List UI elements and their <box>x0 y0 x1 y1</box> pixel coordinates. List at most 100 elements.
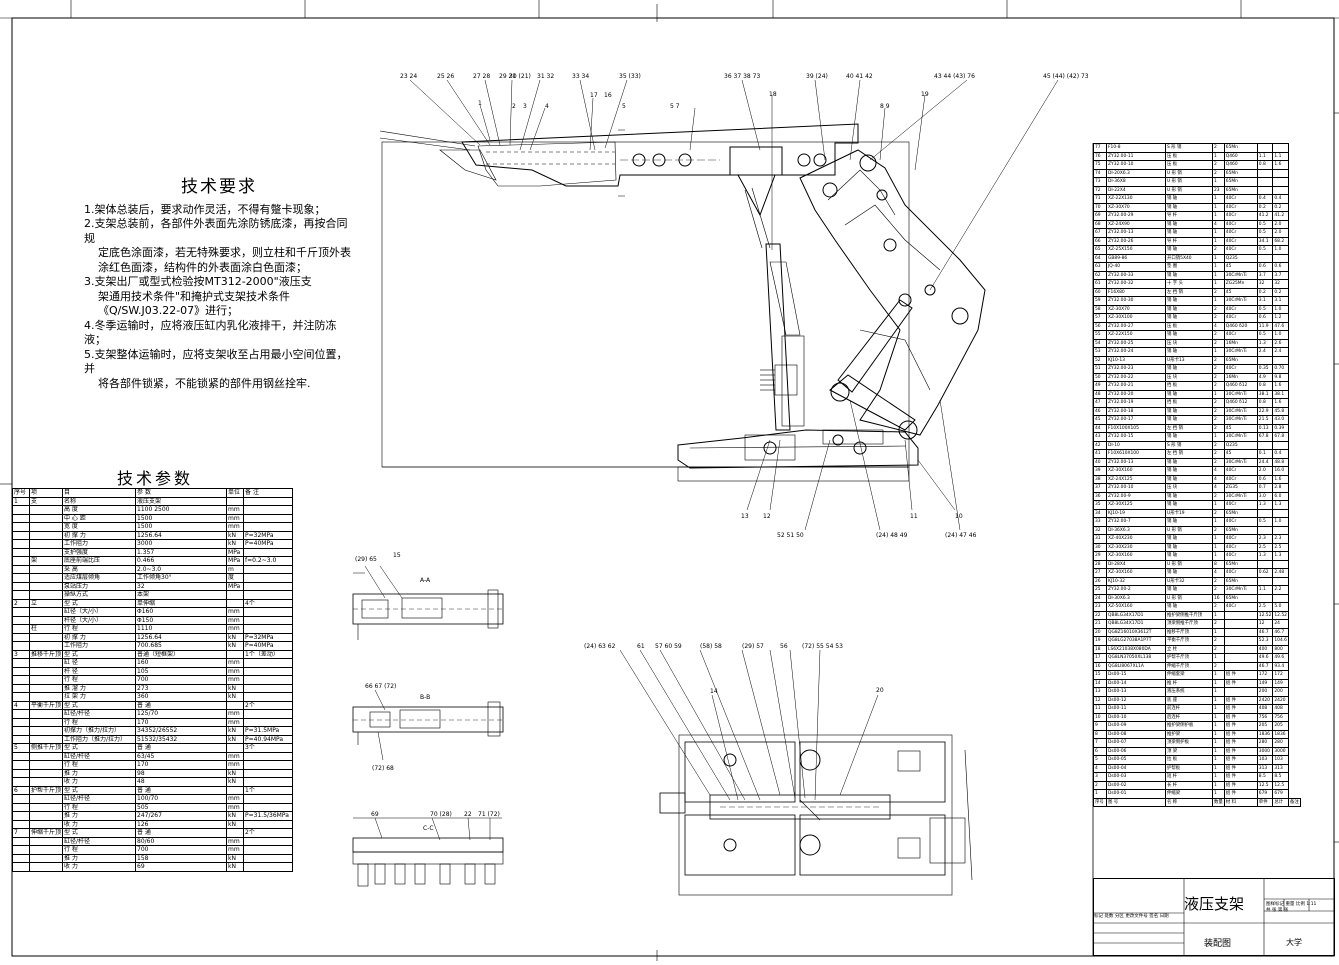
parts-cell: 40Cr <box>1223 313 1258 323</box>
parts-cell <box>1256 168 1274 178</box>
params-cell <box>243 581 294 591</box>
parts-cell: 1 <box>1212 202 1225 212</box>
params-cell <box>12 717 30 727</box>
parts-cell <box>1223 644 1258 654</box>
params-cell <box>226 743 245 753</box>
params-cell: kN <box>226 768 245 778</box>
tb-right-cell: 1:11 <box>1306 902 1317 907</box>
parts-cell: 12.52 <box>1272 610 1289 620</box>
params-cell: 推 溜 力 <box>62 683 137 693</box>
params-cell <box>12 777 30 787</box>
params-cell: 行 程 <box>62 845 137 855</box>
parts-cell: Ds00-07 <box>1106 738 1166 748</box>
parts-cell: Ds00-15 <box>1106 670 1166 680</box>
parts-cell: 销 轴 <box>1165 602 1213 612</box>
parts-cell: 压 块 <box>1165 338 1213 348</box>
parts-cell: 65Mn <box>1223 177 1258 187</box>
params-cell: mm <box>226 615 245 625</box>
parts-cell: 39 <box>1093 466 1107 476</box>
parts-cell: 1 <box>1212 211 1225 221</box>
parts-cell: 销 轴 <box>1165 313 1213 323</box>
parts-cell: F10-8 <box>1106 143 1166 153</box>
parts-cell: 伸缩千斤顶 <box>1165 661 1213 671</box>
params-cell <box>12 726 30 736</box>
parts-cell: 800 <box>1272 644 1289 654</box>
params-cell <box>28 530 64 540</box>
parts-cell: 65Mn <box>1223 576 1258 586</box>
parts-cell: 24 <box>1272 619 1289 629</box>
parts-cell: 1 <box>1212 627 1225 637</box>
plan-view <box>619 649 973 896</box>
parts-cell: 1836 <box>1272 729 1289 739</box>
params-cell: 收 力 <box>62 819 137 829</box>
params-cell: kN <box>226 734 245 744</box>
parts-cell <box>1272 143 1289 153</box>
parts-cell: 4 <box>1212 321 1225 331</box>
callout-plan-top-6: (72) 55 54 53 <box>802 643 843 650</box>
parts-cell: 5.0 <box>1272 602 1289 612</box>
params-cell <box>12 658 30 668</box>
parts-cell: 0.8 <box>1256 381 1274 391</box>
parts-cell: Q460 δ20 <box>1223 321 1258 331</box>
parts-cell: 53 <box>1093 347 1107 357</box>
parts-cell: 组 件 <box>1223 780 1258 790</box>
params-cell <box>28 717 64 727</box>
params-cell: 缸径（大/小） <box>62 607 137 617</box>
parts-cell: F10X100X105 <box>1106 423 1166 433</box>
parts-cell <box>1223 653 1258 663</box>
params-cell: 4个 <box>243 598 294 608</box>
parts-cell: 2.3 <box>1256 534 1274 544</box>
parts-cell: 200 <box>1256 687 1274 697</box>
parts-cell: 1 <box>1212 678 1225 688</box>
callout-main-bottom-5: 10 <box>955 513 963 520</box>
parts-cell: 65Mn <box>1223 525 1258 535</box>
parts-cell: 推护梁侧护板 <box>1165 721 1213 731</box>
params-cell <box>12 845 30 855</box>
params-cell: mm <box>226 522 245 532</box>
title-block: 液压支架 装配图 大学 标记 处数 分区 更改文件号 签名 日期 图样标记 重量… <box>1093 878 1335 956</box>
parts-cell: 2 <box>1212 525 1225 535</box>
parts-cell: 46.7 <box>1272 627 1289 637</box>
params-cell: 缸径/杆径 <box>62 836 137 846</box>
parts-cell: 2.4 <box>1272 347 1289 357</box>
parts-cell: 4 <box>1212 219 1225 229</box>
parts-cell: 30CrMnTi <box>1223 415 1258 425</box>
parts-cell: 67.8 <box>1256 432 1274 442</box>
parts-cell: 172 <box>1256 670 1274 680</box>
parts-cell: 8 <box>1212 559 1225 569</box>
parts-cell: 57 <box>1093 313 1107 323</box>
params-cell <box>12 556 30 566</box>
parts-cell: 30 <box>1093 542 1107 552</box>
params-cell <box>28 607 64 617</box>
params-cell: 1500 <box>135 513 228 523</box>
parts-cell: 1 <box>1212 262 1225 272</box>
parts-cell: 0.5 <box>1256 219 1274 229</box>
parts-cell: 5 <box>1093 755 1107 765</box>
parts-cell: 0.13 <box>1256 423 1274 433</box>
params-cell <box>243 819 294 829</box>
params-cell <box>28 675 64 685</box>
parts-cell: 1 <box>1212 389 1225 399</box>
parts-cell: 40Cr <box>1223 245 1258 255</box>
params-cell: mm <box>226 802 245 812</box>
parts-cell: ZY32.00-10 <box>1106 160 1166 170</box>
parts-cell: ZY32.00-20 <box>1106 389 1166 399</box>
parts-cell: 12 <box>1093 695 1107 705</box>
parts-cell: 0.5 <box>1256 304 1274 314</box>
params-cell: 型 式 <box>62 649 137 659</box>
parts-cell: 65Mn <box>1223 185 1258 195</box>
parts-cell: DI-28X4 <box>1106 559 1166 569</box>
parts-cell: 2 <box>1212 355 1225 365</box>
parts-cell: 40Cr <box>1223 474 1258 484</box>
params-cell <box>243 513 294 523</box>
parts-cell: 31 <box>1093 534 1107 544</box>
